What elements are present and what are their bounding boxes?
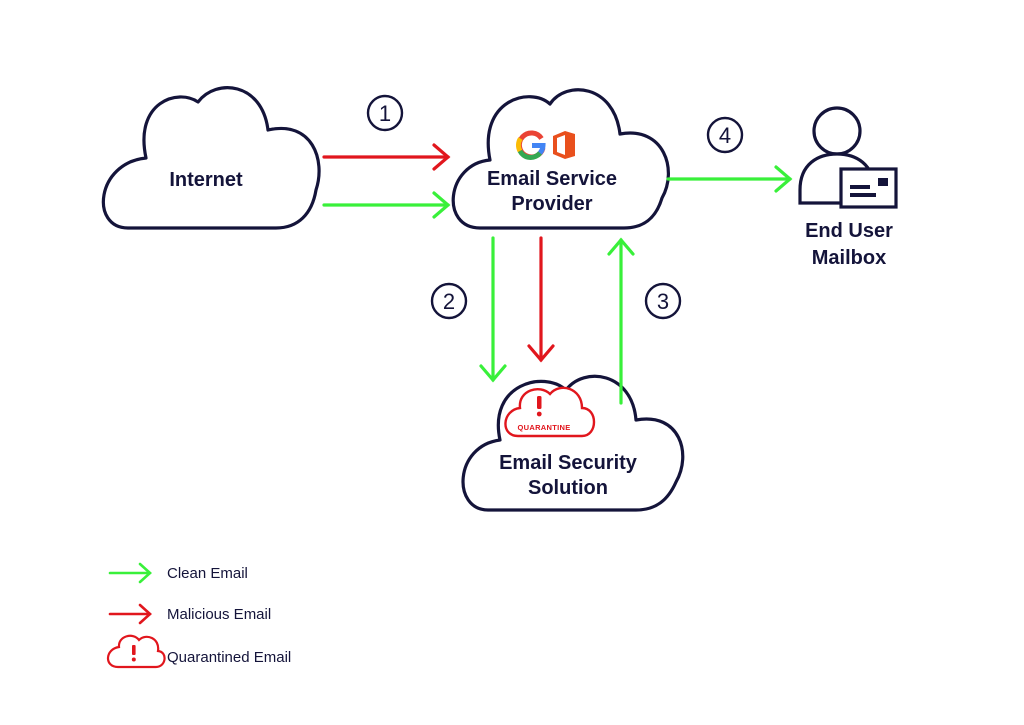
legend-item-clean: Clean Email (108, 562, 248, 584)
provider-label-line1: Email Service (487, 168, 617, 190)
legend-clean-label: Clean Email (167, 565, 248, 582)
step-1: 1 (366, 94, 404, 132)
security-node: QUARANTINE Email Security Solution (461, 374, 685, 512)
security-label-line2: Solution (528, 477, 608, 499)
quarantine-badge-text: QUARANTINE (518, 423, 571, 432)
mailbox-node: End User Mailbox (798, 106, 898, 269)
google-g-icon (516, 130, 546, 160)
quarantine-exclamation-icon (537, 396, 542, 409)
mailbox-label-line1: End User (805, 220, 893, 242)
legend-item-quarantine: Quarantined Email (106, 634, 291, 669)
clean-arrow-provider-to-mailbox (666, 165, 793, 193)
legend-quarantine-cloud-icon (106, 634, 166, 669)
step-4: 4 (706, 116, 744, 154)
security-label-line1: Email Security (499, 452, 638, 474)
clean-arrow-provider-to-security (479, 236, 507, 383)
malicious-arrow-internet-to-provider (322, 143, 451, 171)
internet-node: Internet (101, 86, 321, 230)
quarantine-badge: QUARANTINE (504, 386, 596, 438)
step-3: 3 (644, 282, 682, 320)
legend-malicious-arrow-icon (108, 603, 152, 625)
office-icon (553, 131, 575, 159)
legend-item-malicious: Malicious Email (108, 603, 271, 625)
step-4-number: 4 (719, 123, 731, 148)
legend-clean-arrow-icon (108, 562, 152, 584)
clean-arrow-internet-to-provider (322, 191, 451, 219)
malicious-arrow-provider-to-security (527, 236, 555, 363)
step-2-number: 2 (443, 289, 455, 314)
legend-malicious-label: Malicious Email (167, 606, 271, 623)
quarantine-cloud-icon (504, 386, 596, 438)
step-2: 2 (430, 282, 468, 320)
flow-arrows (322, 143, 793, 405)
step-1-number: 1 (379, 101, 391, 126)
legend-quarantine-label: Quarantined Email (167, 649, 291, 666)
provider-node: Email Service Provider (451, 88, 670, 230)
provider-label-line2: Provider (511, 193, 592, 215)
internet-label: Internet (169, 169, 243, 191)
internet-cloud-icon (101, 86, 321, 230)
provider-cloud-icon (451, 88, 670, 230)
clean-arrow-security-to-provider (607, 237, 635, 405)
mailbox-label-line2: Mailbox (812, 247, 886, 269)
legend: Clean Email Malicious Email Quarantined … (106, 562, 291, 669)
step-3-number: 3 (657, 289, 669, 314)
envelope-icon (839, 167, 898, 209)
